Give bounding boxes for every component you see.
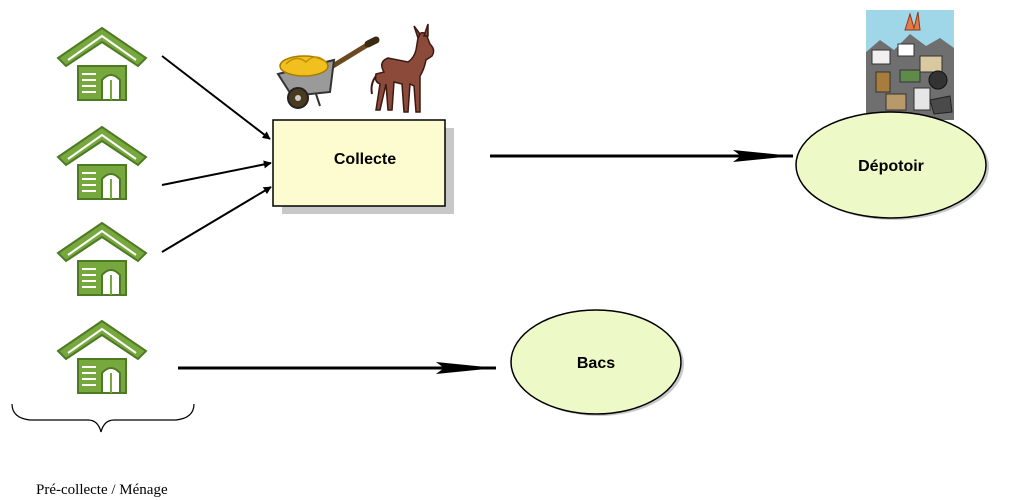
- bacs-ellipse: [510, 309, 682, 415]
- depotoir-ellipse: [795, 111, 987, 219]
- collecte-label: Collecte: [334, 151, 396, 168]
- wheelbarrow-icon: [276, 36, 380, 109]
- arrow-hut3-collecte: [161, 186, 272, 253]
- bacs-label: Bacs: [577, 355, 615, 372]
- hut-icon: [57, 320, 147, 394]
- hut-icon: [57, 222, 147, 296]
- arrow-hut2-collecte: [161, 160, 272, 186]
- depotoir-label: Dépotoir: [858, 158, 924, 175]
- precollecte-label: Pré-collecte / Ménage: [36, 482, 168, 498]
- hut-icon: [57, 27, 147, 101]
- precollecte-brace: [11, 403, 195, 433]
- arrow-hut1-collecte: [161, 55, 271, 140]
- donkey-icon: [370, 23, 435, 113]
- garbage-dump-icon: [866, 10, 954, 120]
- hut-icon: [57, 126, 147, 200]
- collecte-box: [272, 119, 446, 207]
